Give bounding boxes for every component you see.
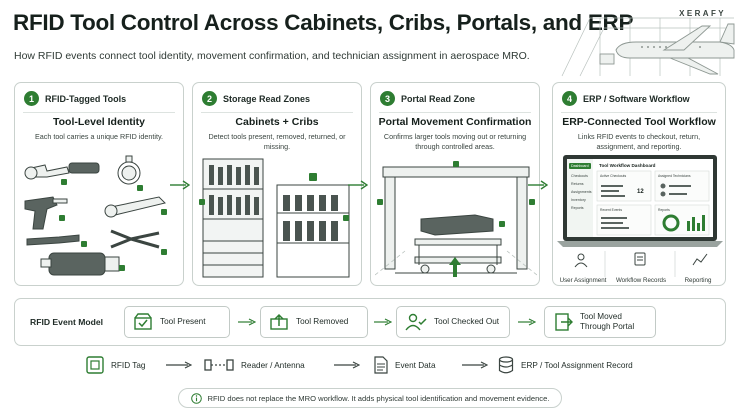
panel-description: Each tool carries a unique RFID identity… — [34, 132, 164, 141]
event-tool-present: Tool Present — [124, 306, 230, 338]
flow-label: RFID Tag — [111, 360, 146, 370]
rfid-tag-icon — [86, 356, 104, 374]
flow-event-data: Event Data — [374, 352, 436, 378]
flow-label: Event Data — [395, 360, 436, 370]
page-title: RFID Tool Control Across Cabinets, Cribs… — [13, 10, 634, 35]
flow-arrow — [528, 180, 548, 190]
tagged-tools-illustration — [24, 155, 167, 276]
dash-title: Tool Workflow Dashboard — [599, 163, 656, 168]
divider — [23, 112, 175, 113]
flow-arrow — [170, 180, 190, 190]
flow-arrow — [334, 361, 360, 369]
panel-rfid-tagged-tools: 1 RFID-Tagged Tools Tool-Level Identity E… — [14, 82, 184, 286]
flow-arrow — [348, 180, 368, 190]
panel-title: ERP-Connected Tool Workflow — [562, 116, 716, 128]
flow-label: ERP / Tool Assignment Record — [521, 360, 633, 370]
user-check-icon — [405, 313, 427, 331]
panel-description: Confirms larger tools moving out or retu… — [383, 132, 527, 151]
event-tool-removed: Tool Removed — [260, 306, 368, 338]
event-label: Tool Moved Through Portal — [580, 312, 635, 331]
flow-arrow — [238, 318, 256, 326]
portal-gate-illustration — [375, 161, 537, 277]
step-number: 2 — [202, 91, 217, 106]
dash-card-reports: Reports — [658, 208, 670, 212]
event-tool-checked-out: Tool Checked Out — [396, 306, 510, 338]
divider — [201, 112, 353, 113]
event-model-box — [14, 298, 726, 346]
flow-arrow — [166, 361, 192, 369]
panel-label: Storage Read Zones — [223, 93, 311, 104]
page-subtitle: How RFID events connect tool identity, m… — [14, 50, 530, 62]
panel-label: RFID-Tagged Tools — [45, 93, 127, 104]
event-label: Tool Removed — [296, 317, 349, 326]
hangar-aircraft-illustration — [561, 17, 735, 77]
step-number: 1 — [24, 91, 39, 106]
event-label: Tool Checked Out — [434, 317, 500, 326]
panel-title: Portal Movement Confirmation — [378, 116, 532, 128]
event-model-label: RFID Event Model — [30, 317, 104, 327]
flow-erp-record: ERP / Tool Assignment Record — [498, 352, 633, 378]
dash-sidebar-returns: Returns — [571, 182, 584, 186]
flow-arrow — [462, 361, 488, 369]
divider — [379, 112, 531, 113]
footer-reporting: Reporting — [684, 277, 712, 284]
brand-logo: XERAFY — [679, 9, 726, 18]
dash-metric: 12 — [637, 189, 644, 195]
dash-sidebar-inventory: Inventory — [571, 198, 586, 202]
dash-sidebar-dashboard: Dashboard — [571, 164, 589, 168]
cabinet-and-crib-illustration — [199, 158, 350, 278]
flow-arrow — [374, 318, 392, 326]
door-exit-icon — [555, 313, 573, 331]
flow-rfid-tag: RFID Tag — [86, 352, 145, 378]
info-icon — [190, 392, 202, 404]
event-label: Tool Present — [160, 317, 206, 326]
dash-card-active-checkouts: Active Checkouts — [600, 174, 626, 178]
database-icon — [498, 356, 514, 374]
panel-title: Cabinets + Cribs — [235, 116, 319, 128]
antenna-icon — [204, 359, 234, 371]
panel-description: Detect tools present, removed, returned,… — [208, 132, 346, 151]
flow-arrow — [518, 318, 536, 326]
footer-note: RFID does not replace the MRO workflow. … — [178, 388, 562, 408]
dash-sidebar-checkouts: Checkouts — [571, 174, 588, 178]
panel-erp-software-workflow: 4 ERP / Software Workflow ERP-Connected T… — [552, 82, 726, 286]
tray-arrow-up-icon — [270, 313, 288, 330]
dash-card-recent-events: Recent Events — [600, 208, 622, 212]
tray-check-icon — [134, 313, 152, 330]
dash-sidebar-reports: Reports — [571, 206, 584, 210]
step-number: 3 — [380, 91, 395, 106]
dash-sidebar-assignments: Assignments — [571, 190, 592, 194]
erp-dashboard-illustration: Dashboard Checkouts Returns Assignments … — [557, 155, 723, 277]
document-icon — [374, 356, 388, 374]
panel-storage-read-zones: 2 Storage Read Zones Cabinets + Cribs Det… — [192, 82, 362, 286]
step-number: 4 — [562, 91, 577, 106]
panel-label: ERP / Software Workflow — [583, 93, 690, 104]
dash-card-assigned-technicians: Assigned Technicians — [658, 174, 691, 178]
panel-label: Portal Read Zone — [401, 93, 476, 104]
flow-label: Reader / Antenna — [241, 360, 305, 370]
panel-description: Links RFID events to checkout, return, a… — [577, 132, 701, 151]
footer-workflow-records: Workflow Records — [615, 277, 667, 284]
event-tool-moved-through-portal: Tool Moved Through Portal — [544, 306, 656, 338]
divider — [561, 112, 717, 113]
panel-portal-read-zone: 3 Portal Read Zone Portal Movement Confir… — [370, 82, 540, 286]
footer-user-assignment: User Assignment — [559, 277, 607, 284]
note-text: RFID does not replace the MRO workflow. … — [207, 393, 550, 403]
panel-title: Tool-Level Identity — [53, 116, 145, 128]
flow-reader-antenna: Reader / Antenna — [204, 352, 305, 378]
